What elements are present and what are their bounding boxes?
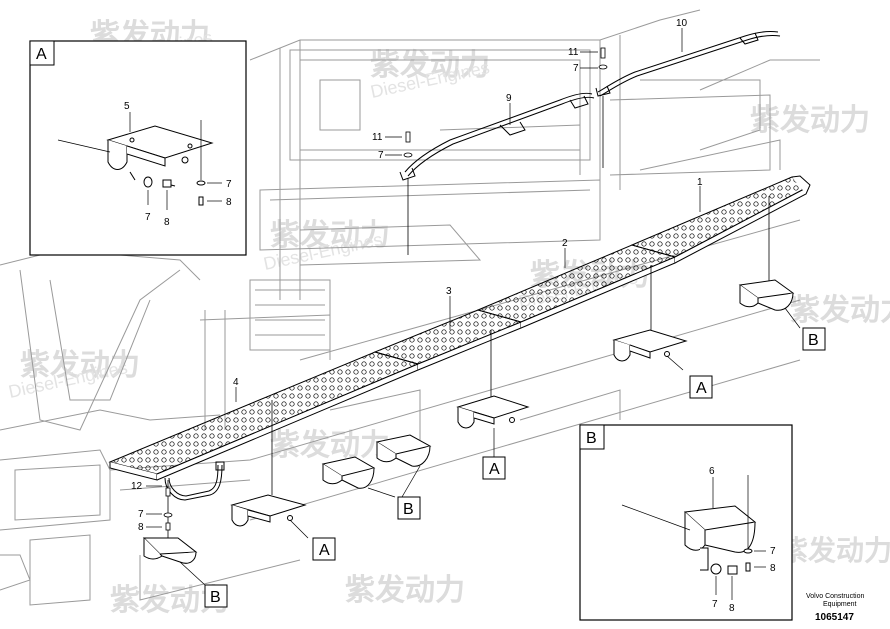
callout-5: 5 xyxy=(124,101,130,112)
inset-a: A 5 7 8 7 8 xyxy=(29,40,247,256)
watermark-brand: 紫发动力 xyxy=(20,349,140,382)
watermark-brand: 紫发动力 xyxy=(345,574,465,607)
callout-10: 10 xyxy=(676,18,688,29)
inset-a-label: A xyxy=(36,46,47,63)
bracket-a[interactable] xyxy=(230,494,307,527)
callout-7: 7 xyxy=(145,212,151,223)
callout-7: 7 xyxy=(712,599,718,610)
callout-7: 7 xyxy=(770,546,776,557)
handrail-9[interactable] xyxy=(399,92,595,181)
callout-3: 3 xyxy=(446,286,452,297)
fastener-stack xyxy=(163,47,608,531)
watermark-brand: 紫发动力 xyxy=(270,429,390,462)
step-plate-1[interactable] xyxy=(630,175,811,264)
ref-b: B xyxy=(210,589,221,606)
callout-8: 8 xyxy=(138,522,144,533)
inset-b: B 6 7 8 7 8 xyxy=(579,424,793,621)
bracket-a[interactable] xyxy=(612,329,688,362)
bracket-b-detail xyxy=(683,505,757,575)
ref-a: A xyxy=(489,461,500,478)
leader-lines xyxy=(146,28,801,586)
ref-a: A xyxy=(319,542,330,559)
watermark-brand: 紫发动力 xyxy=(780,534,890,566)
drawing-number: 1065147 xyxy=(815,612,854,623)
callout-1: 1 xyxy=(697,177,703,188)
callout-9: 9 xyxy=(506,93,512,104)
step-plate-2[interactable] xyxy=(476,244,677,329)
step-assembly xyxy=(108,175,811,481)
callout-2: 2 xyxy=(562,238,568,249)
callout-4: 4 xyxy=(233,377,239,388)
callout-7: 7 xyxy=(226,179,232,190)
bracket-b[interactable] xyxy=(321,456,376,489)
watermark-brand: 紫发动力 xyxy=(750,104,870,137)
inset-b-leaders xyxy=(621,475,766,600)
callout-7: 7 xyxy=(138,509,144,520)
maker-line-2: Equipment xyxy=(823,601,857,608)
maker-line-1: Volvo Construction xyxy=(806,593,864,600)
bracket-a-detail xyxy=(106,125,214,206)
inset-b-label: B xyxy=(586,430,597,447)
bracket-b[interactable] xyxy=(738,279,795,311)
callout-8: 8 xyxy=(729,603,735,614)
callout-8: 8 xyxy=(226,197,232,208)
ref-a: A xyxy=(696,380,707,397)
callouts: 1 2 3 4 9 10 11 7 11 7 12 7 8 xyxy=(131,18,703,533)
handrail-10[interactable] xyxy=(595,31,781,97)
callout-6: 6 xyxy=(709,466,715,477)
ref-b: B xyxy=(808,332,819,349)
detail-refs: A A A B B B xyxy=(204,327,826,608)
bracket-b[interactable] xyxy=(375,434,432,467)
callout-12: 12 xyxy=(131,481,143,492)
callout-11: 11 xyxy=(568,47,579,58)
drawing-footer: Volvo Construction Equipment 1065147 xyxy=(806,593,864,623)
bracket-b[interactable] xyxy=(142,537,198,564)
inset-a-leaders xyxy=(57,112,222,210)
callout-7: 7 xyxy=(573,63,579,74)
callout-11: 11 xyxy=(372,132,383,143)
bracket-a[interactable] xyxy=(456,395,530,429)
callout-8: 8 xyxy=(770,563,776,574)
watermark-brand: 紫发动力 xyxy=(790,294,890,327)
callout-7: 7 xyxy=(378,150,384,161)
ref-b: B xyxy=(403,501,414,518)
watermark-brand: 紫发动力 xyxy=(370,49,490,82)
callout-8: 8 xyxy=(164,217,170,228)
